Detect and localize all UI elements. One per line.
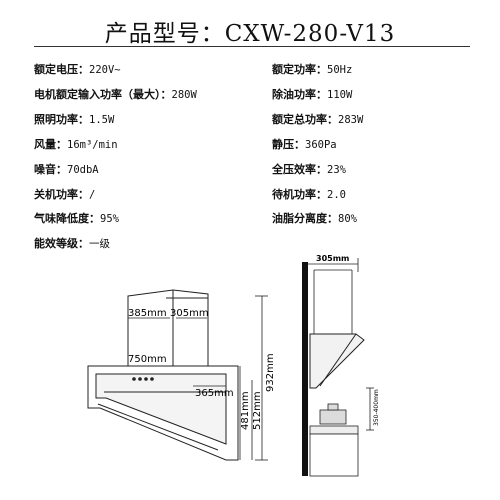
dim-side-depth: 305mm xyxy=(316,254,349,263)
spec-odor-reduction: 气味降低度：95% xyxy=(34,212,119,226)
spec-static-pressure: 静压：360Pa xyxy=(272,138,337,152)
spec-label: 噪音： xyxy=(34,163,67,176)
spec-standby-power: 待机功率：2.0 xyxy=(272,188,346,202)
spec-grease-separation: 油脂分离度：80% xyxy=(272,212,357,226)
spec-label: 全压效率： xyxy=(272,163,327,176)
spec-value: 2.0 xyxy=(327,189,346,201)
spec-value: 283W xyxy=(338,114,364,126)
spec-label: 除油功率： xyxy=(272,88,327,101)
spec-label: 静压： xyxy=(272,138,305,151)
spec-value: 80% xyxy=(338,213,357,225)
spec-label: 油脂分离度： xyxy=(272,212,338,225)
spec-label: 额定电压： xyxy=(34,63,89,76)
spec-noise: 噪音：70dbA xyxy=(34,163,99,177)
front-dimension-drawing: 385mm 305mm 750mm 365mm 932mm 512mm 481m… xyxy=(87,289,276,461)
spec-value: 23% xyxy=(327,164,346,176)
spec-label: 照明功率： xyxy=(34,113,89,126)
spec-motor-power: 电机额定输入功率（最大）：280W xyxy=(34,88,197,102)
pot-graphic xyxy=(319,403,347,425)
spec-air-volume: 风量：16m³/min xyxy=(34,138,118,152)
dim-body-width: 750mm xyxy=(128,354,167,365)
spec-value: / xyxy=(89,189,96,201)
spec-value: 16m³/min xyxy=(67,139,118,151)
spec-value: 280W xyxy=(171,89,197,101)
spec-value: 70dbA xyxy=(67,164,99,176)
title-divider xyxy=(34,46,470,47)
wall-graphic xyxy=(302,262,308,476)
cooktop-graphic xyxy=(309,425,359,477)
spec-label: 关机功率： xyxy=(34,188,89,201)
spec-label: 风量： xyxy=(34,138,67,151)
spec-label: 电机额定输入功率（最大）： xyxy=(34,88,172,101)
spec-value: 一级 xyxy=(89,238,110,250)
spec-value: 360Pa xyxy=(305,139,337,151)
dim-panel-depth: 365mm xyxy=(195,388,234,399)
spec-label: 能效等级： xyxy=(34,237,89,250)
spec-full-pressure-efficiency: 全压效率：23% xyxy=(272,163,346,177)
spec-rated-voltage: 额定电压：220V~ xyxy=(34,63,121,77)
product-model-title: 产品型号：CXW-280-V13 xyxy=(104,21,396,47)
spec-label: 额定功率： xyxy=(272,63,327,76)
dim-body-height: 512mm xyxy=(252,391,263,430)
dim-top-width: 305mm xyxy=(170,308,209,319)
spec-label: 气味降低度： xyxy=(34,212,100,225)
dim-mount-height: 350-400mm xyxy=(373,389,380,426)
spec-label: 额定总功率： xyxy=(272,113,338,126)
dim-panel-height: 481mm xyxy=(240,391,251,430)
spec-label: 待机功率： xyxy=(272,188,327,201)
spec-rated-frequency: 额定功率：50Hz xyxy=(272,63,352,77)
side-installation-drawing: 305mm 350-400mm xyxy=(302,254,380,477)
spec-value: 50Hz xyxy=(327,64,353,76)
spec-value: 95% xyxy=(100,213,119,225)
spec-light-power: 照明功率：1.5W xyxy=(34,113,114,127)
dim-total-height: 932mm xyxy=(265,353,276,392)
spec-degrease-power: 除油功率：110W xyxy=(272,88,352,102)
spec-value: 1.5W xyxy=(89,114,115,126)
spec-off-power: 关机功率：/ xyxy=(34,188,95,202)
dim-top-depth: 385mm xyxy=(128,308,167,319)
spec-value: 110W xyxy=(327,89,353,101)
spec-total-power: 额定总功率：283W xyxy=(272,113,363,127)
spec-energy-grade: 能效等级：一级 xyxy=(34,237,110,251)
spec-value: 220V~ xyxy=(89,64,121,76)
